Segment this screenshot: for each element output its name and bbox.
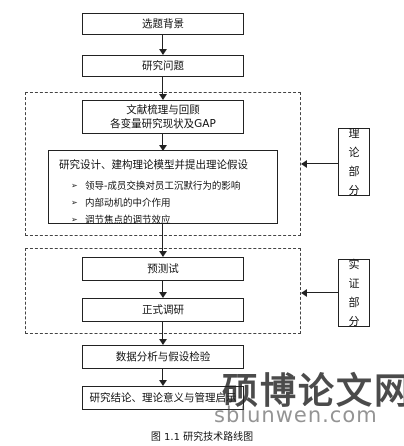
step-formal-survey: 正式调研 [82, 298, 244, 322]
watermark-logo: 硕博论文网 [222, 370, 404, 412]
arrow-down-5 [157, 281, 169, 298]
arrow-down-2 [157, 77, 169, 100]
arrow-down-4 [157, 224, 169, 257]
arrow-left-empirical [301, 287, 338, 299]
arrow-down-7 [157, 369, 169, 386]
figure-caption: 图 1.1 研究技术路线图 [150, 432, 254, 443]
arrow-down-3 [157, 134, 169, 151]
empirical-part-label: 实 证 部 分 [338, 258, 370, 328]
step-question: 研究问题 [82, 55, 244, 77]
arrow-down-1 [157, 35, 169, 55]
arrow-down-6 [157, 322, 169, 345]
watermark-url: sblunwen.com [214, 403, 378, 427]
step-research-design: 研究设计、建构理论模型并提出理论假设 ➢领导-成员交换对员工沉默行为的影响 ➢内… [48, 150, 278, 227]
arrow-bullet-icon: ➢ [71, 180, 78, 190]
arrow-left-theory [301, 158, 338, 170]
step-background: 选题背景 [82, 13, 244, 35]
step-conclusion: 研究结论、理论意义与管理启示 [82, 386, 244, 410]
arrow-bullet-icon: ➢ [71, 214, 78, 224]
arrow-bullet-icon: ➢ [71, 197, 78, 207]
hypothesis-item: ➢领导-成员交换对员工沉默行为的影响 [71, 180, 241, 193]
step-pretest: 预测试 [82, 257, 244, 281]
hypothesis-item: ➢内部动机的中介作用 [71, 197, 171, 210]
step-literature: 文献梳理与回顾 各变量研究现状及GAP [82, 100, 244, 134]
research-design-title: 研究设计、建构理论模型并提出理论假设 [59, 159, 248, 171]
theory-part-label: 理 论 部 分 [338, 127, 370, 197]
hypothesis-item: ➢调节焦点的调节效应 [71, 214, 171, 227]
step-data-analysis: 数据分析与假设检验 [82, 345, 244, 369]
